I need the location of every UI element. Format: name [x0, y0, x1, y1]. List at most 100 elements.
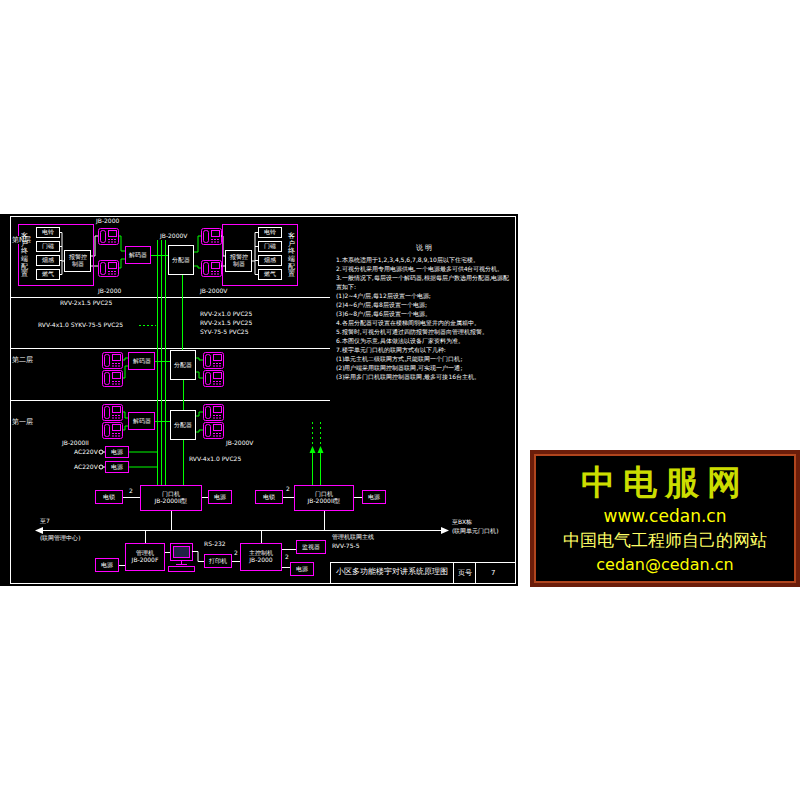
power-box: 电源 — [95, 558, 119, 572]
power-wire — [129, 452, 157, 467]
wire-connector — [183, 440, 184, 485]
model-number: JB-2000 — [249, 557, 272, 564]
sensor-box: 烟感 — [36, 255, 60, 266]
door-station: 门口机JB-2000II型 — [294, 485, 354, 511]
power-box: 电源 — [105, 446, 129, 458]
note-line: (3)采用多门口机联网控制器联网,最多可接16台主机。 — [336, 372, 512, 381]
computer-keyboard — [169, 567, 195, 572]
model-label: JB-2000II — [62, 440, 89, 447]
indoor-handset — [204, 353, 224, 369]
model-label: JB-2000 — [98, 288, 121, 295]
wire-connector — [354, 497, 362, 498]
sensor-box: 电铃 — [258, 227, 282, 238]
note-line: 7.楼宇单元门口机的联网方式有以下几种: — [336, 345, 512, 354]
terminal-group: 客户终端配置电铃门磁烟感燃气报警控制器 — [222, 224, 298, 286]
destination-label: 至BX栋 — [452, 519, 472, 526]
wire-connector — [151, 255, 168, 256]
decoder-box: 解码器 — [125, 246, 151, 264]
wire-count: 2 — [286, 486, 290, 493]
indoor-handset — [204, 371, 224, 387]
box-label: 解码器 — [129, 252, 147, 259]
alarm-controller: 报警控制器 — [225, 250, 252, 272]
note-line: 5.报警时,可视分机可通过四防报警控制器向管理机报警。 — [336, 327, 512, 336]
wire-connector — [283, 497, 294, 498]
cable-spec: RVV-75-5 — [332, 543, 359, 550]
note-line: 6.本图仅为示意,具体做法以设备厂家资料为准。 — [336, 336, 512, 345]
decoder-box: 解码器 — [128, 412, 155, 430]
drawing-ground — [0, 214, 518, 586]
floor-label: 第一层 — [12, 418, 19, 426]
door-lock-box: 电锁 — [95, 490, 123, 504]
drawing-frame — [11, 217, 516, 584]
page-number: 7 — [491, 569, 495, 577]
mains-terminal — [99, 450, 103, 454]
uplink-arrowhead — [310, 446, 316, 453]
group-title: 客户终端配置 — [21, 233, 28, 279]
cable-spec: SYV-75-5 PVC25 — [200, 329, 248, 336]
model-label: JB-2000V — [160, 233, 187, 240]
riser-cable — [158, 240, 166, 485]
box-label: 电源 — [111, 449, 123, 456]
wire-count: 2 — [285, 554, 289, 561]
sensor-box: 燃气 — [36, 269, 60, 280]
watermark-text: www.cedan.cn — [604, 507, 727, 527]
box-label: 门口机 — [315, 491, 333, 498]
bus-label: 管理机联网主线 — [332, 534, 374, 541]
uplink-arrowhead — [318, 446, 324, 453]
handset-wire — [119, 236, 203, 432]
floor-label: 第N层 — [12, 236, 19, 244]
indoor-handset — [204, 405, 224, 421]
computer-stand — [176, 560, 187, 565]
cable-spec: RVV-4x1.0 PVC25 — [189, 456, 241, 463]
wire-connector — [155, 361, 170, 362]
box-label: 管理机 — [136, 550, 154, 557]
bus-arrowhead — [35, 527, 43, 534]
box-label: 燃气 — [42, 271, 54, 278]
terminal-group: 客户终端配置电铃门磁烟感燃气报警控制器 — [18, 224, 94, 286]
uplink-dotted — [313, 420, 321, 444]
management-unit: 管理机JB-2000F — [125, 543, 165, 571]
monitor-box: 监视器 — [296, 540, 326, 554]
decoder-box: 解码器 — [128, 352, 155, 370]
box-label: 门磁 — [42, 243, 54, 250]
group-title: 客户终端配置 — [288, 233, 295, 279]
wire-connector — [282, 549, 296, 550]
indoor-handset — [204, 423, 224, 439]
splitter-box: 分配器 — [170, 410, 196, 440]
uplink-cable — [313, 452, 321, 485]
power-box: 电源 — [362, 490, 386, 504]
note-line: 4.各层分配器可设置在楼梯间弱电竖井内的金属箱中。 — [336, 318, 512, 327]
box-label: 分配器 — [172, 257, 190, 264]
model-label: JB-2000 — [96, 218, 119, 225]
box-label: 电铃 — [42, 229, 54, 236]
cable-spec: RVV-2x1.0 PVC25 — [200, 311, 252, 318]
wire-connector — [182, 275, 183, 350]
title-block-divider — [454, 562, 476, 584]
cable-leader — [139, 325, 156, 326]
bus-arrowhead — [441, 527, 449, 534]
note-line: 2.可视分机采用专用电源供电,一个电源最多可供4台可视分机。 — [336, 264, 512, 273]
box-label: 电铃 — [264, 229, 276, 236]
indoor-handset — [99, 261, 119, 277]
box-label: 分配器 — [174, 362, 192, 369]
box-label: 打印机 — [209, 558, 227, 565]
box-label: 电源 — [214, 494, 226, 501]
model-number: JB-2000II型 — [155, 498, 188, 505]
computer-wire — [165, 552, 204, 562]
watermark-panel: 中电服网www.cedan.cn中国电气工程师自己的网站cedan@cedan.… — [530, 450, 800, 587]
door-lock-box: 电锁 — [255, 490, 283, 504]
note-line: (2)用户端采用联网控制器联网,可实现一户一通; — [336, 363, 512, 372]
indoor-handset — [103, 423, 123, 439]
main-controller: 主控制机JB-2000 — [240, 543, 282, 571]
model-number: JB-2000F — [132, 557, 159, 564]
indoor-handset — [99, 229, 119, 245]
notes-panel: 说 明1.本系统适用于1,2,3,4,5,6,7,8,9,10层以下住宅楼。2.… — [336, 244, 512, 381]
note-line: 3.一般情况下,每层设一个解码器,根据每层户数选用分配器,电源配置如下: — [336, 273, 512, 291]
model-number: JB-2000II型 — [308, 498, 341, 505]
wire-connector — [123, 497, 140, 498]
sensor-box: 燃气 — [258, 269, 282, 280]
computer-screen — [174, 547, 190, 558]
